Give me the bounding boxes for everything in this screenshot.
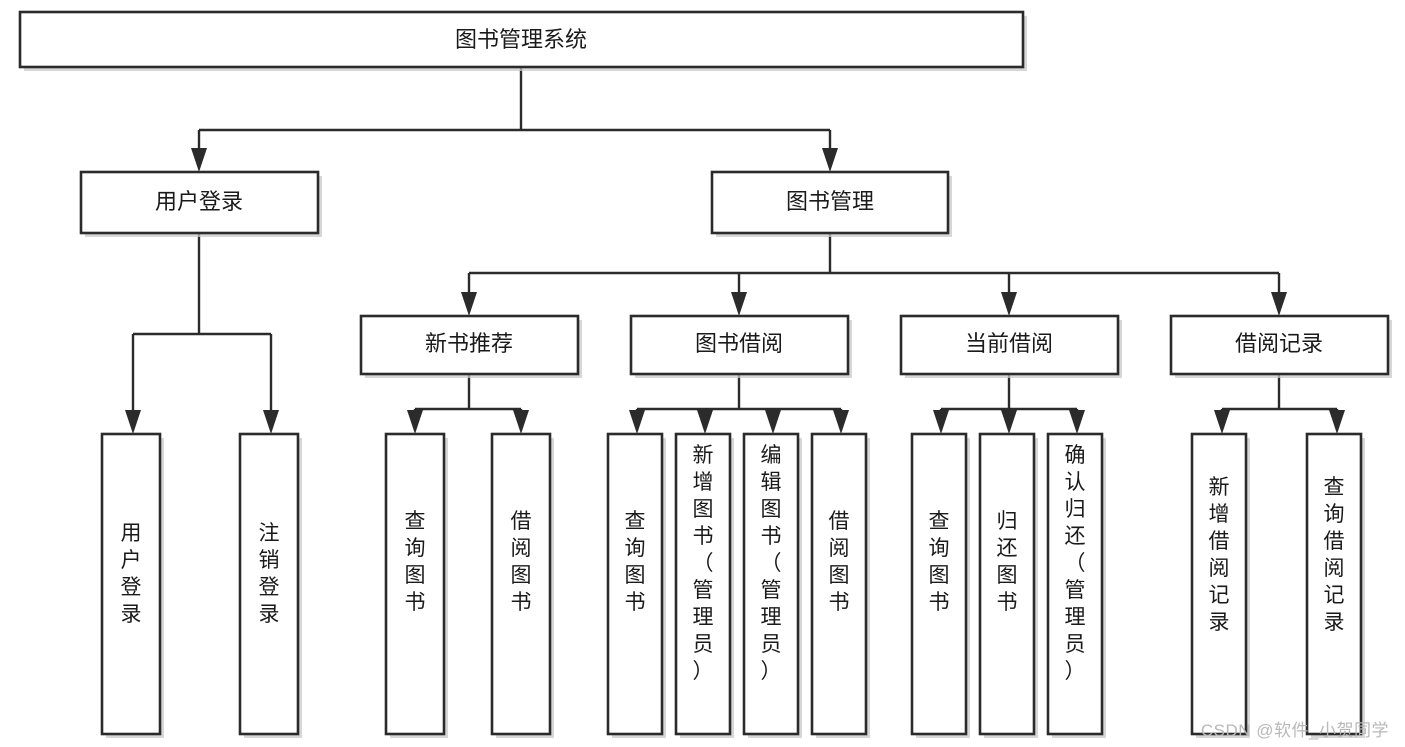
arrow-to-return-book — [1001, 410, 1017, 434]
leaf-add-book-label: 新增图书（管理员） — [693, 444, 714, 683]
leaf-return-book-box — [978, 432, 1036, 736]
arrow-to-book-borrow — [731, 292, 747, 316]
arrow-to-borrow-record — [1271, 292, 1287, 316]
current-borrow-label: 当前借阅 — [965, 331, 1053, 356]
arrow-to-new-book-rec — [461, 292, 477, 316]
leaf-query-book-a-label: 查询图书 — [405, 510, 426, 614]
leaf-query-book-c-label: 查询图书 — [929, 510, 950, 614]
node-leaf-edit-book[interactable]: 编辑图书（管理员） — [742, 432, 802, 738]
arrow-to-query-book-b — [629, 410, 645, 434]
csdn-watermark: CSDN @软件_小贺同学 — [1200, 721, 1389, 740]
node-leaf-return-book[interactable]: 归还图书 — [978, 432, 1038, 738]
node-leaf-borrow-book-a[interactable]: 借阅图书 — [490, 432, 554, 738]
book-management-label: 图书管理 — [786, 189, 874, 214]
arrow-to-leaf-user-login — [125, 410, 141, 434]
node-leaf-query-book-a[interactable]: 查询图书 — [384, 432, 448, 738]
book-management-box — [710, 170, 950, 235]
node-leaf-confirm-return[interactable]: 确认归还（管理员） — [1046, 432, 1106, 738]
leaf-borrow-book-b-box — [810, 432, 868, 736]
node-borrow-record[interactable]: 借阅记录 — [1169, 314, 1392, 378]
arrow-to-edit-book — [765, 410, 781, 434]
node-current-borrow[interactable]: 当前借阅 — [899, 314, 1122, 378]
node-user-login[interactable]: 用户登录 — [79, 170, 322, 237]
new-book-recommend-label: 新书推荐 — [425, 331, 513, 356]
arrow-to-add-record — [1214, 410, 1230, 434]
node-book-management[interactable]: 图书管理 — [710, 170, 952, 237]
leaf-logout-box — [238, 432, 300, 736]
connector-layer — [125, 67, 1345, 434]
leaf-edit-book-box — [742, 432, 800, 736]
node-leaf-add-record[interactable]: 新增借阅记录 — [1190, 432, 1250, 738]
node-new-book-recommend[interactable]: 新书推荐 — [359, 314, 582, 378]
leaf-borrow-book-a-label: 借阅图书 — [511, 510, 532, 614]
leaf-query-book-b-box — [606, 432, 664, 736]
current-borrow-box — [899, 314, 1120, 376]
book-borrow-box — [629, 314, 850, 376]
leaf-add-record-label: 新增借阅记录 — [1209, 476, 1230, 634]
arrow-to-book-mgmt — [822, 148, 838, 172]
borrow-record-label: 借阅记录 — [1235, 331, 1323, 356]
new-book-recommend-box — [359, 314, 580, 376]
node-leaf-query-record[interactable]: 查询借阅记录 — [1305, 432, 1365, 738]
leaf-edit-book-label: 编辑图书（管理员） — [761, 444, 782, 683]
leaf-confirm-return-box — [1046, 432, 1104, 736]
leaf-confirm-return-label: 确认归还（管理员） — [1065, 444, 1086, 683]
leaf-return-book-label: 归还图书 — [997, 510, 1018, 614]
node-leaf-query-book-c[interactable]: 查询图书 — [910, 432, 970, 738]
leaf-query-record-label: 查询借阅记录 — [1324, 476, 1345, 634]
node-leaf-user-login[interactable]: 用户登录 — [100, 432, 164, 738]
leaf-query-book-c-box — [910, 432, 968, 736]
node-book-borrow[interactable]: 图书借阅 — [629, 314, 852, 378]
node-leaf-logout[interactable]: 注销登录 — [238, 432, 302, 738]
leaf-borrow-book-a-box — [490, 432, 552, 736]
leaf-user-login-box — [100, 432, 162, 736]
borrow-record-box — [1169, 314, 1390, 376]
arrow-to-query-book-a — [407, 410, 423, 434]
leaf-query-book-a-box — [384, 432, 446, 736]
user-login-box — [79, 170, 320, 235]
arrow-to-query-record — [1329, 410, 1345, 434]
root-label: 图书管理系统 — [455, 27, 587, 52]
leaf-query-book-b-label: 查询图书 — [625, 510, 646, 614]
leaf-add-record-box — [1190, 432, 1248, 736]
book-borrow-label: 图书借阅 — [695, 331, 783, 356]
arrow-to-leaf-logout — [263, 410, 279, 434]
node-leaf-borrow-book-b[interactable]: 借阅图书 — [810, 432, 870, 738]
root-box — [18, 10, 1025, 69]
leaf-add-book-box — [674, 432, 732, 736]
arrow-to-user-login — [191, 148, 207, 172]
node-root-system[interactable]: 图书管理系统 — [18, 10, 1027, 71]
leaf-borrow-book-b-label: 借阅图书 — [829, 510, 850, 614]
node-leaf-query-book-b[interactable]: 查询图书 — [606, 432, 666, 738]
arrow-to-borrow-book-b — [833, 410, 849, 434]
node-leaf-add-book[interactable]: 新增图书（管理员） — [674, 432, 734, 738]
arrow-to-borrow-book-a — [513, 410, 529, 434]
leaf-logout-label: 注销登录 — [259, 522, 280, 626]
arrow-to-current-borrow — [1001, 292, 1017, 316]
leaf-user-login-label: 用户登录 — [121, 522, 142, 626]
leaf-query-record-box — [1305, 432, 1363, 736]
arrow-to-add-book — [697, 410, 713, 434]
user-login-label: 用户登录 — [155, 189, 243, 214]
arrow-to-confirm-return — [1069, 410, 1085, 434]
arrow-to-query-book-c — [933, 410, 949, 434]
